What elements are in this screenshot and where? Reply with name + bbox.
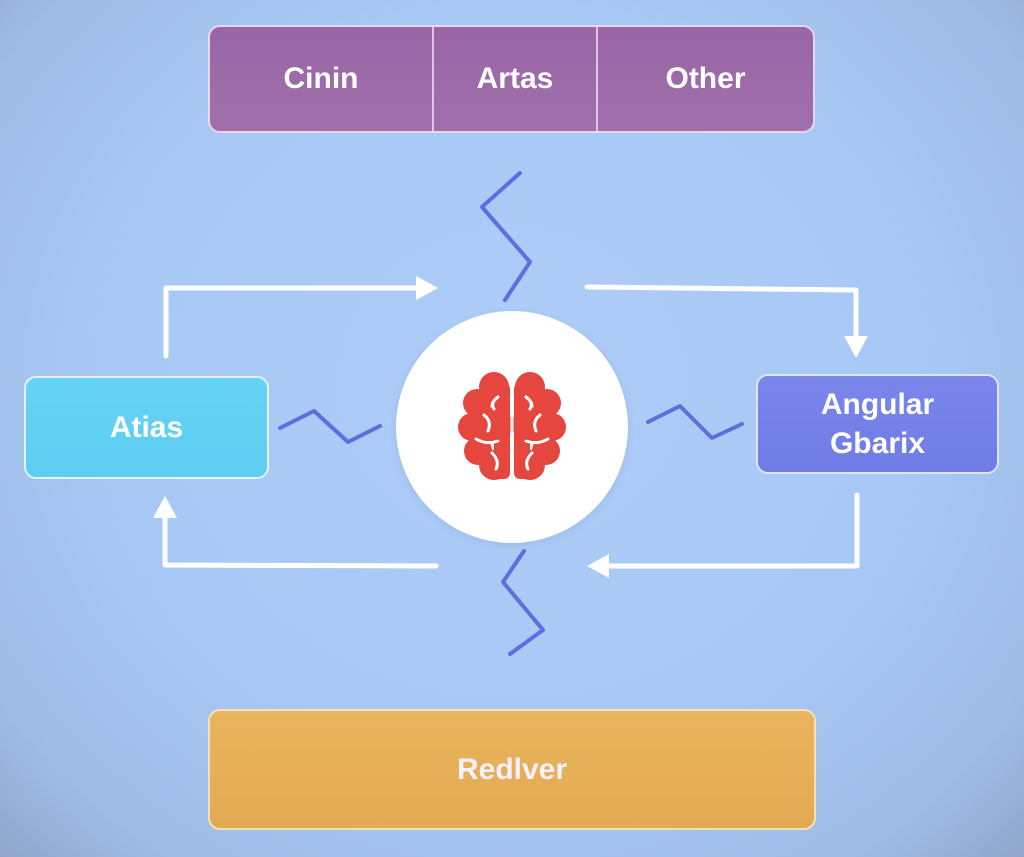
- arrowhead-bottom: [587, 554, 609, 578]
- top-bar-item-cinin[interactable]: Cinin: [283, 62, 359, 95]
- zigzag-left: [278, 409, 382, 444]
- node-atias-label: Atias: [109, 410, 184, 444]
- node-redlver-label: Redlver: [456, 752, 568, 786]
- node-angular-gbarix[interactable]: Angular Gbarix: [756, 374, 999, 474]
- top-bar-item-other[interactable]: Other: [596, 27, 813, 131]
- arrowhead-right: [844, 336, 868, 358]
- arrow-bottom-to-left: [162, 507, 439, 569]
- center-hub: [396, 311, 628, 543]
- arrow-right-to-bottom: [597, 492, 860, 569]
- brain-icon: [458, 372, 566, 481]
- arrow-top-to-right: [584, 284, 859, 350]
- top-bar-item-artas[interactable]: Artas: [432, 27, 596, 131]
- zigzag-right: [646, 404, 744, 440]
- zigzag-bottom: [501, 549, 545, 656]
- node-atias[interactable]: Atias: [24, 376, 269, 479]
- node-redlver[interactable]: Redlver: [208, 709, 816, 830]
- arrow-left-to-top: [163, 285, 431, 359]
- node-angular-label-line1: Angular: [820, 388, 935, 421]
- arrowhead-top: [416, 276, 438, 300]
- node-angular-label-line2: Gbarix: [829, 427, 926, 460]
- top-category-bar: Cinin Artas Other: [208, 25, 815, 133]
- arrowhead-left: [153, 496, 177, 518]
- zigzag-top: [480, 171, 532, 302]
